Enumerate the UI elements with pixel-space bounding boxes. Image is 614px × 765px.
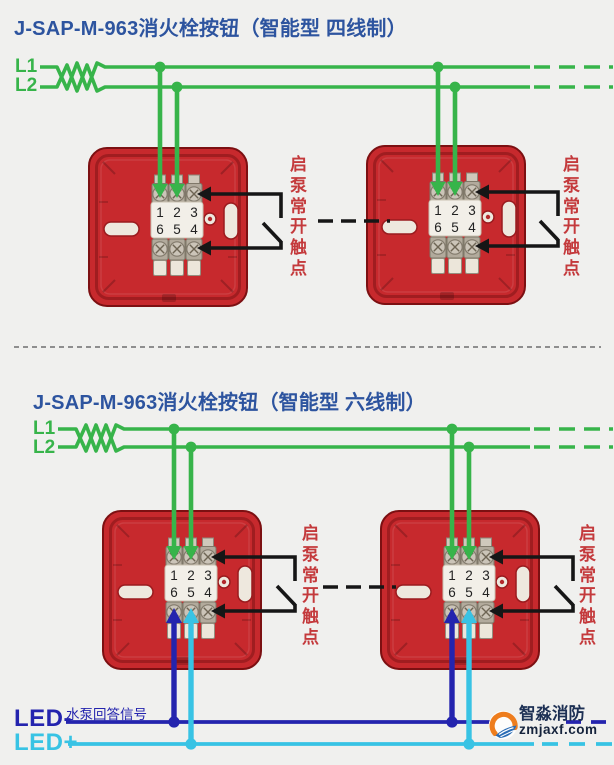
led-minus-wiring [66, 608, 613, 728]
junction-dot [168, 716, 180, 728]
wire-arrowhead [489, 549, 503, 565]
wire-arrowhead [475, 184, 489, 200]
top-l2-label: L2 [15, 75, 38, 96]
wire-arrowhead [152, 184, 168, 198]
watermark-brand: 智淼消防 [519, 705, 585, 723]
pump-answer-signal-label: 水泵回答信号 [66, 707, 147, 722]
l2-bus-line [58, 423, 530, 453]
junction-dot [168, 423, 180, 435]
device-1 [87, 146, 249, 308]
device-4 [379, 509, 541, 671]
wire-arrowhead [166, 546, 182, 560]
bottom-l2-label: L2 [33, 437, 56, 458]
l2-bus-line [40, 63, 530, 93]
top-diagram-wiring [40, 61, 613, 308]
junction-dot [446, 423, 458, 435]
watermark-site: zmjaxf.com [519, 722, 598, 737]
junction-dot [463, 738, 475, 750]
wire-arrowhead [475, 238, 489, 254]
wire-arrowhead [197, 186, 211, 202]
wire-arrowhead [430, 182, 446, 196]
led-plus-wiring [68, 608, 614, 750]
led-minus-label: LED- [14, 705, 72, 732]
wire-arrowhead [211, 549, 225, 565]
pump-contact-label-1: 启泵常开触点 [290, 155, 307, 278]
top-l1-label: L1 [15, 56, 38, 77]
junction-dot [185, 738, 197, 750]
no-contact-symbol-2 [475, 184, 560, 254]
watermark-logo [488, 710, 518, 740]
pump-contact-label-2: 启泵常开触点 [563, 155, 580, 278]
wire-arrowhead [444, 608, 460, 623]
wire-arrowhead [211, 603, 225, 619]
no-contact-symbol-1 [197, 186, 283, 256]
wire-arrowhead [447, 182, 463, 196]
junction-dot [449, 81, 461, 93]
bottom-diagram-wiring [58, 423, 614, 750]
bottom-l1-label: L1 [33, 418, 56, 439]
junction-dot [463, 441, 475, 453]
junction-dot [432, 61, 444, 73]
wire-arrowhead [197, 240, 211, 256]
junction-dot [154, 61, 166, 73]
wire-arrowhead [169, 184, 185, 198]
junction-dot [171, 81, 183, 93]
wire-arrowhead [444, 546, 460, 560]
no-contact-symbol-4 [489, 549, 575, 619]
led-plus-label: LED+ [14, 729, 79, 756]
wire-arrowhead [461, 608, 477, 623]
top-diagram-title: J-SAP-M-963消火栓按钮（智能型 四线制） [14, 18, 407, 40]
wire-arrowhead [461, 546, 477, 560]
device-3 [101, 509, 263, 671]
junction-dot [446, 716, 458, 728]
wire-arrowhead [489, 603, 503, 619]
wire-arrowhead [166, 608, 182, 623]
bottom-diagram-title: J-SAP-M-963消火栓按钮（智能型 六线制） [33, 392, 426, 414]
wire-arrowhead [183, 546, 199, 560]
pump-contact-label-4: 启泵常开触点 [579, 524, 596, 647]
junction-dot [185, 441, 197, 453]
no-contact-symbol-3 [211, 549, 297, 619]
device-2 [365, 144, 527, 306]
wire-arrowhead [183, 608, 199, 623]
pump-contact-label-3: 启泵常开触点 [302, 524, 319, 647]
